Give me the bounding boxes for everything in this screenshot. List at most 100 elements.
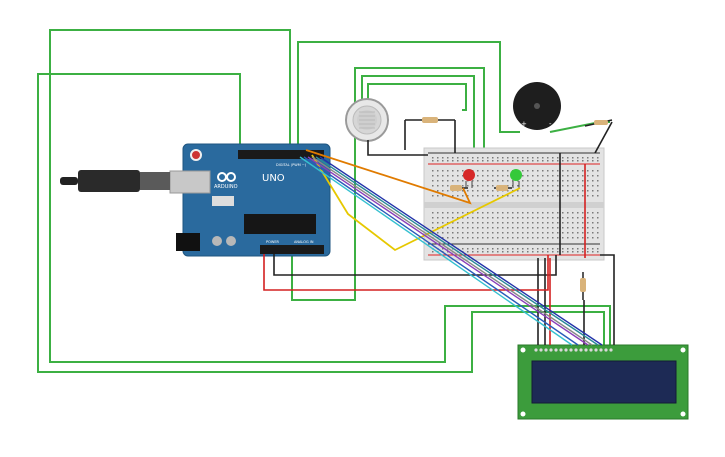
breadboard-hole xyxy=(477,185,479,187)
breadboard-hole xyxy=(462,190,464,192)
breadboard-hole xyxy=(527,222,529,224)
wire-green-4[interactable] xyxy=(291,180,356,301)
wire-green-6[interactable] xyxy=(361,75,475,155)
breadboard-hole xyxy=(472,180,474,182)
breadboard-hole xyxy=(557,185,559,187)
lcd-pin[interactable] xyxy=(569,348,573,352)
breadboard-hole xyxy=(597,175,599,177)
lcd-pin[interactable] xyxy=(579,348,583,352)
breadboard-hole xyxy=(542,190,544,192)
wires-black xyxy=(273,120,615,345)
wire-black-10[interactable] xyxy=(594,121,613,154)
led-red[interactable] xyxy=(463,169,475,188)
wire-lcd-blue[interactable] xyxy=(303,156,579,346)
lcd-pin[interactable] xyxy=(549,348,553,352)
breadboard-hole xyxy=(517,212,519,214)
breadboard-hole xyxy=(527,185,529,187)
breadboard-hole xyxy=(442,175,444,177)
breadboard-hole xyxy=(447,185,449,187)
wire-green-1[interactable] xyxy=(49,29,611,363)
breadboard-hole xyxy=(482,248,484,250)
breadboard-hole xyxy=(557,175,559,177)
reset-button-icon[interactable] xyxy=(190,149,202,161)
resistor-led-green[interactable] xyxy=(494,185,512,191)
led-green[interactable] xyxy=(510,169,522,188)
breadboard-hole xyxy=(542,212,544,214)
breadboard-hole xyxy=(582,237,584,239)
breadboard-hole xyxy=(462,232,464,234)
breadboard-hole xyxy=(592,248,594,250)
wire-red-1[interactable] xyxy=(263,254,549,291)
breadboard-hole xyxy=(487,185,489,187)
breadboard-hole xyxy=(552,160,554,162)
breadboard-hole xyxy=(517,195,519,197)
breadboard-hole xyxy=(452,180,454,182)
breadboard-hole xyxy=(497,195,499,197)
lcd-pin[interactable] xyxy=(539,348,543,352)
lcd-16x2-display[interactable] xyxy=(517,344,689,420)
breadboard-hole xyxy=(432,222,434,224)
lcd-pin[interactable] xyxy=(559,348,563,352)
lcd-pin[interactable] xyxy=(534,348,538,352)
breadboard-hole xyxy=(542,251,544,253)
wire-lcd-cyan[interactable] xyxy=(299,156,573,346)
breadboard-hole xyxy=(577,217,579,219)
breadboard-hole xyxy=(522,160,524,162)
wire-black-8[interactable] xyxy=(600,254,615,345)
lcd-pin[interactable] xyxy=(594,348,598,352)
lcd-pin[interactable] xyxy=(554,348,558,352)
breadboard-hole xyxy=(587,232,589,234)
gas-sensor-icon[interactable] xyxy=(345,98,389,142)
wire-lcd-navy[interactable] xyxy=(319,156,603,346)
wire-green-3[interactable] xyxy=(297,41,520,150)
breadboard-hole xyxy=(597,180,599,182)
breadboard-hole xyxy=(432,170,434,172)
lcd-pin[interactable] xyxy=(584,348,588,352)
wire-lcd-gray[interactable] xyxy=(311,156,593,346)
wire-yellow[interactable] xyxy=(311,154,521,252)
breadboard-hole xyxy=(487,180,489,182)
breadboard-hole xyxy=(497,251,499,253)
resistor-sensor[interactable] xyxy=(405,117,455,123)
breadboard-hole xyxy=(527,232,529,234)
wire-lcd-purple[interactable] xyxy=(307,156,589,346)
breadboard-hole xyxy=(537,212,539,214)
breadboard-hole xyxy=(507,227,509,229)
arduino-uno-board[interactable]: ARDUINO UNO DIGITAL (PWM ~) POWER ANALOG… xyxy=(169,143,331,257)
breadboard-hole xyxy=(577,237,579,239)
breadboard-hole xyxy=(502,248,504,250)
lcd-pin[interactable] xyxy=(609,348,613,352)
lcd-pin[interactable] xyxy=(544,348,548,352)
lcd-pin[interactable] xyxy=(564,348,568,352)
resistor-buzzer[interactable] xyxy=(584,119,613,127)
lcd-pin[interactable] xyxy=(604,348,608,352)
wire-green-2[interactable] xyxy=(37,73,605,373)
breadboard[interactable] xyxy=(423,147,605,261)
wire-black-1[interactable] xyxy=(367,140,428,156)
breadboard-hole xyxy=(437,232,439,234)
breadboard-hole xyxy=(577,251,579,253)
wire-lcd-teal[interactable] xyxy=(315,156,599,346)
breadboard-hole xyxy=(482,175,484,177)
wire-orange[interactable] xyxy=(305,149,472,205)
piezo-buzzer-icon[interactable]: + - xyxy=(513,82,561,130)
resistor-lcd[interactable] xyxy=(580,272,586,300)
breadboard-hole xyxy=(457,237,459,239)
wire-black-4[interactable] xyxy=(273,254,557,276)
breadboard-hole xyxy=(557,190,559,192)
breadboard-hole xyxy=(537,227,539,229)
lcd-pin[interactable] xyxy=(589,348,593,352)
breadboard-hole xyxy=(587,175,589,177)
breadboard-hole xyxy=(592,237,594,239)
breadboard-hole xyxy=(532,248,534,250)
lcd-pin[interactable] xyxy=(599,348,603,352)
lcd-pin[interactable] xyxy=(574,348,578,352)
breadboard-hole xyxy=(492,157,494,159)
breadboard-hole xyxy=(542,170,544,172)
breadboard-hole xyxy=(577,190,579,192)
resistor-led-red[interactable] xyxy=(450,185,468,191)
arduino-brand-label: ARDUINO xyxy=(214,184,238,190)
breadboard-hole xyxy=(577,185,579,187)
wire-green-7[interactable] xyxy=(367,83,467,122)
breadboard-hole xyxy=(557,227,559,229)
